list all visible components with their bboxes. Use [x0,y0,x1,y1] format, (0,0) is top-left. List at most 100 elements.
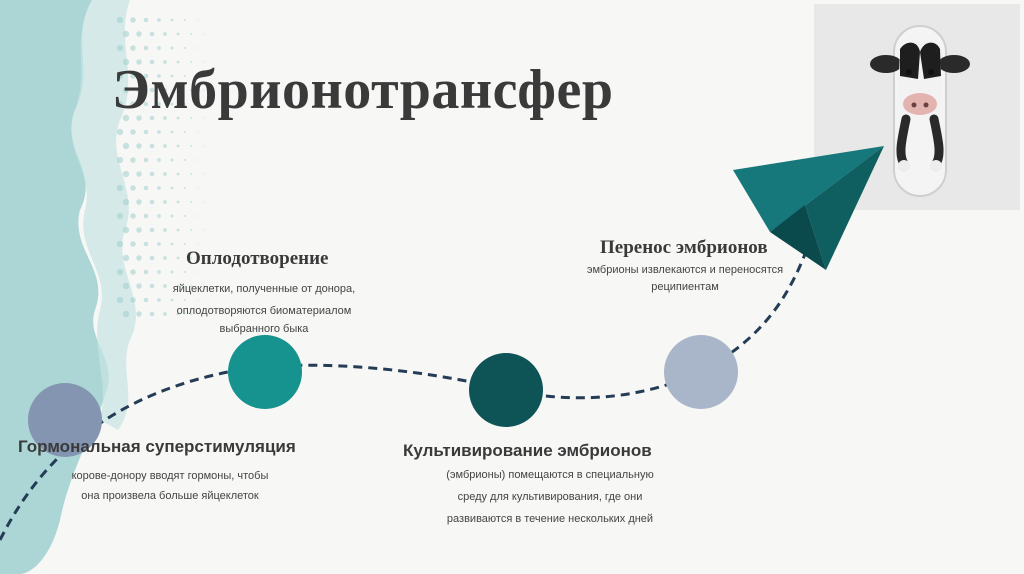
halftone-dot [122,142,130,150]
halftone-dot [170,74,174,78]
halftone-dot [122,114,130,122]
halftone-dot [149,143,155,149]
halftone-dot [136,311,142,317]
halftone-dot [197,47,199,49]
halftone-dot [163,284,167,288]
halftone-dot [170,130,174,134]
halftone-dot [163,88,167,92]
halftone-dot [149,59,155,65]
halftone-dot [149,171,155,177]
halftone-dot [116,184,124,192]
halftone-dot [130,297,136,303]
halftone-dot [116,72,124,80]
halftone-dot [176,228,180,232]
halftone-dot [116,44,124,52]
halftone-dot [184,103,186,105]
halftone-dot [130,73,136,79]
halftone-dot [163,116,167,120]
step-1-title: Гормональная суперстимуляция [18,437,296,456]
halftone-dot [190,257,192,259]
halftone-dot [197,215,199,217]
halftone-dot [197,271,199,273]
halftone-dot [130,45,136,51]
halftone-dot [184,299,186,301]
halftone-dot [157,46,161,50]
halftone-dot [136,255,142,261]
halftone-dot [190,89,192,91]
halftone-dot [149,311,155,317]
step-4-desc-line-2: реципиентам [651,281,719,293]
teal-brush-stroke-light [71,0,136,430]
halftone-dot [149,87,155,93]
halftone-dot [143,17,149,23]
halftone-dot [184,215,186,217]
halftone-dot [163,60,167,64]
step-4-title: Перенос эмбрионов [600,237,768,258]
halftone-dot [157,74,161,78]
paper-plane-icon [733,146,884,270]
halftone-dot [122,170,130,178]
halftone-dot [122,58,130,66]
halftone-dot [143,269,149,275]
halftone-dot [184,75,186,77]
halftone-dot [163,144,167,148]
cow-in-test-tube-image [814,4,1020,210]
halftone-dot [163,200,167,204]
halftone-dot [170,158,174,162]
halftone-dot [130,129,136,135]
halftone-dot [197,103,199,105]
halftone-dot [143,185,149,191]
halftone-dot [203,33,205,35]
halftone-dot [176,312,180,316]
halftone-dot [116,156,124,164]
step-1-desc-line-2: она произвела больше яйцеклеток [81,490,259,502]
step-3-desc-line-1: (эмбрионы) помещаются в специальную [446,469,654,481]
halftone-dot [157,102,161,106]
step-3-title: Культивирование эмбрионов [403,441,652,460]
halftone-dot [197,159,199,161]
halftone-dot [116,212,124,220]
halftone-dot [190,117,192,119]
halftone-dot [143,241,149,247]
halftone-dot [149,255,155,261]
halftone-dot [136,199,142,205]
halftone-dot [197,299,199,301]
halftone-dot [190,173,192,175]
halftone-dot [190,313,192,315]
halftone-dot [149,31,155,37]
halftone-dot [176,32,180,36]
halftone-dot [203,117,205,119]
halftone-dot [163,228,167,232]
halftone-dot [122,310,130,318]
halftone-dot [143,213,149,219]
halftone-dot [122,30,130,38]
halftone-dot [203,61,205,63]
halftone-dot [143,297,149,303]
halftone-dot [136,31,142,37]
step-3-desc-line-3: развиваются в течение нескольких дней [446,513,654,525]
halftone-dot [122,282,130,290]
halftone-dot [176,144,180,148]
halftone-dot [203,285,205,287]
halftone-dot [136,283,142,289]
halftone-dot [130,269,136,275]
halftone-dot [143,101,149,107]
cow-photo [814,4,1020,210]
halftone-dot [203,201,205,203]
halftone-dot [190,229,192,231]
halftone-dot [176,256,180,260]
halftone-dot [190,61,192,63]
halftone-dot [143,45,149,51]
halftone-dot [157,18,161,22]
halftone-dot [170,298,174,302]
halftone-dot [190,145,192,147]
halftone-dot [184,243,186,245]
halftone-dot [130,213,136,219]
halftone-dot [184,47,186,49]
halftone-dot [170,18,174,22]
halftone-dot [176,88,180,92]
halftone-dot [116,16,124,24]
halftone-dot [136,87,142,93]
step-2-desc-line-3: выбранного быка [219,323,309,335]
step-3-desc-line-2: среду для культивирования, где они [457,491,643,503]
